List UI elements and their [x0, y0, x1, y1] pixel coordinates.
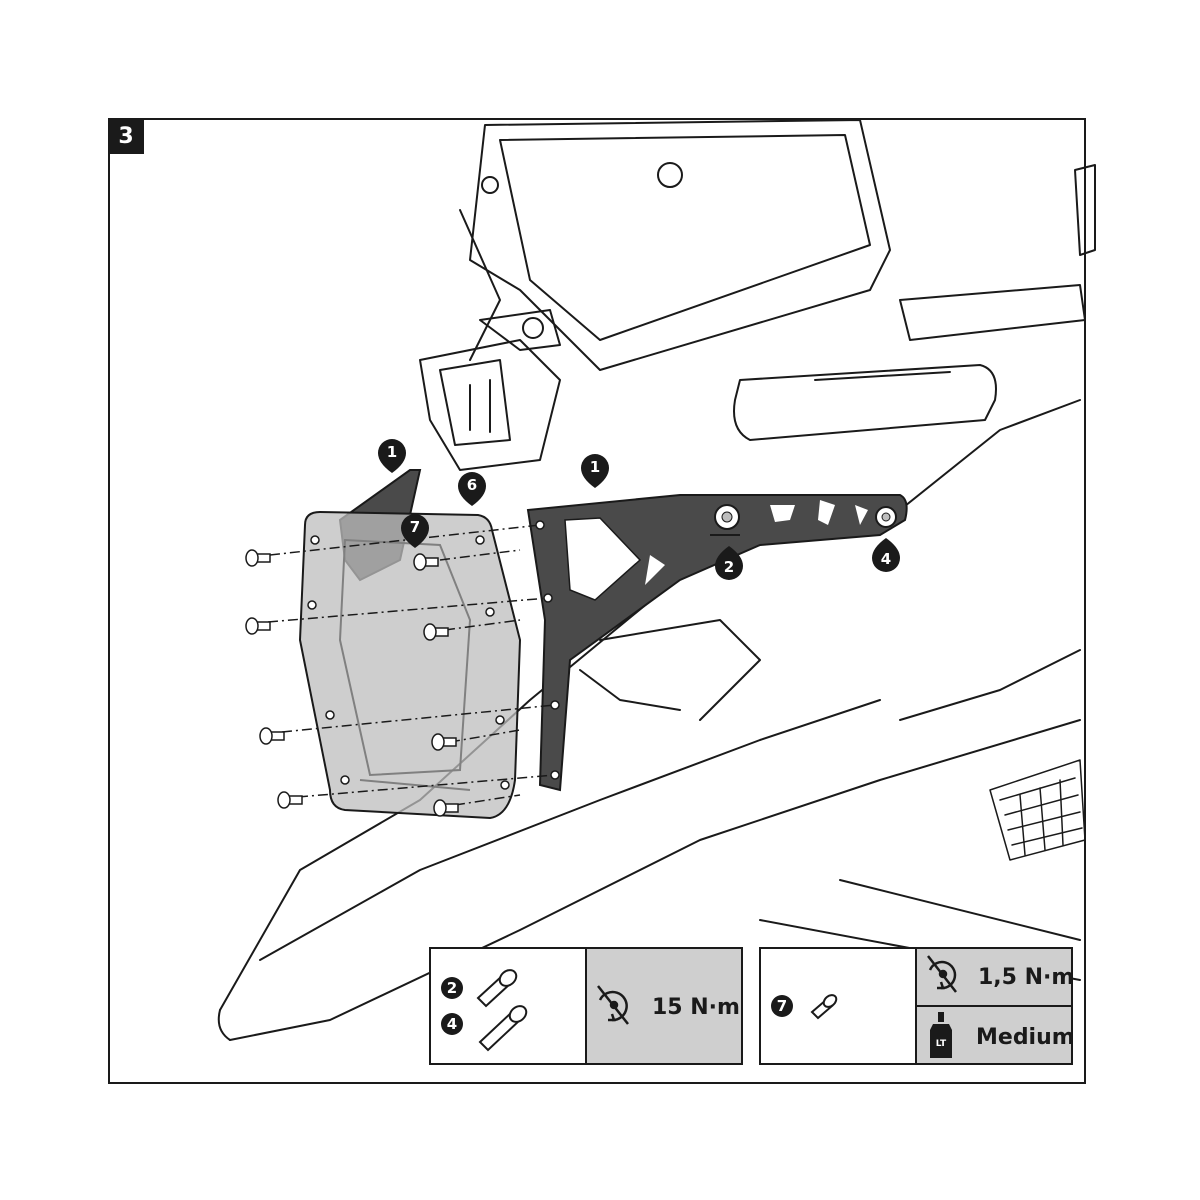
step-number-badge: 3: [108, 118, 144, 154]
callout-7: 7: [401, 514, 429, 548]
threadlock-strength: Medium: [976, 1025, 1075, 1050]
screw: [423, 623, 449, 641]
dash-outline: [419, 309, 561, 471]
torque-value-15: 15 N·m: [652, 995, 740, 1020]
headlight-protector: [298, 510, 522, 820]
screw: [433, 799, 459, 817]
screw-icon: [478, 1005, 528, 1052]
screw: [413, 553, 439, 571]
mounting-hole: [475, 535, 485, 545]
screw-icon: [476, 969, 518, 1008]
screw: [259, 727, 285, 745]
legend-1-bullet-4: [441, 1013, 463, 1035]
svg-text:4: 4: [447, 1015, 457, 1033]
callout-1-right: 1: [581, 454, 609, 488]
legend-2-bullet-7: [771, 995, 793, 1017]
screw-icon: [810, 994, 838, 1020]
mounting-hole: [550, 700, 560, 710]
callout-4: 4: [872, 538, 900, 572]
mounting-hole: [500, 780, 510, 790]
radiator-grille: [989, 759, 1086, 861]
torque-value-1-5: 1,5 N·m: [978, 965, 1074, 990]
legend-box-2: 7 1,5 N·m LT Medium: [759, 947, 1075, 1065]
svg-text:4: 4: [881, 550, 891, 568]
mounting-bracket: [526, 494, 908, 792]
svg-text:2: 2: [447, 979, 457, 997]
mounting-hole: [325, 710, 335, 720]
svg-text:7: 7: [410, 518, 420, 536]
mirror-stem-outline: [733, 164, 1096, 441]
screw: [277, 791, 303, 809]
legend-1-bullet-2: [441, 977, 463, 999]
svg-text:6: 6: [467, 476, 477, 494]
screw: [431, 733, 457, 751]
callout-1-left: 1: [378, 439, 406, 473]
callout-6: 6: [458, 472, 486, 506]
threadlocker-bottle-icon: LT: [930, 1012, 952, 1058]
torque-wrench-icon: [927, 955, 957, 993]
mounting-hole: [485, 607, 495, 617]
mounting-hole: [340, 775, 350, 785]
mounting-hole: [495, 715, 505, 725]
screw-guides: [267, 524, 556, 806]
screw: [245, 617, 271, 635]
svg-text:1: 1: [590, 458, 600, 476]
svg-text:2: 2: [724, 558, 734, 576]
mounting-hole: [535, 520, 545, 530]
mounting-hole: [543, 593, 553, 603]
windscreen-outline: [459, 119, 891, 371]
svg-text:1: 1: [387, 443, 397, 461]
screw: [245, 549, 271, 567]
svg-text:7: 7: [777, 997, 787, 1015]
legend-box-1: 2 4 15 N·m: [429, 947, 743, 1065]
mounting-hole: [310, 535, 320, 545]
svg-text:LT: LT: [936, 1039, 947, 1049]
screws: [245, 520, 560, 817]
callout-2: 2: [715, 546, 743, 580]
mounting-hole: [307, 600, 317, 610]
torque-wrench-icon: [597, 985, 629, 1025]
mounting-hole: [550, 770, 560, 780]
